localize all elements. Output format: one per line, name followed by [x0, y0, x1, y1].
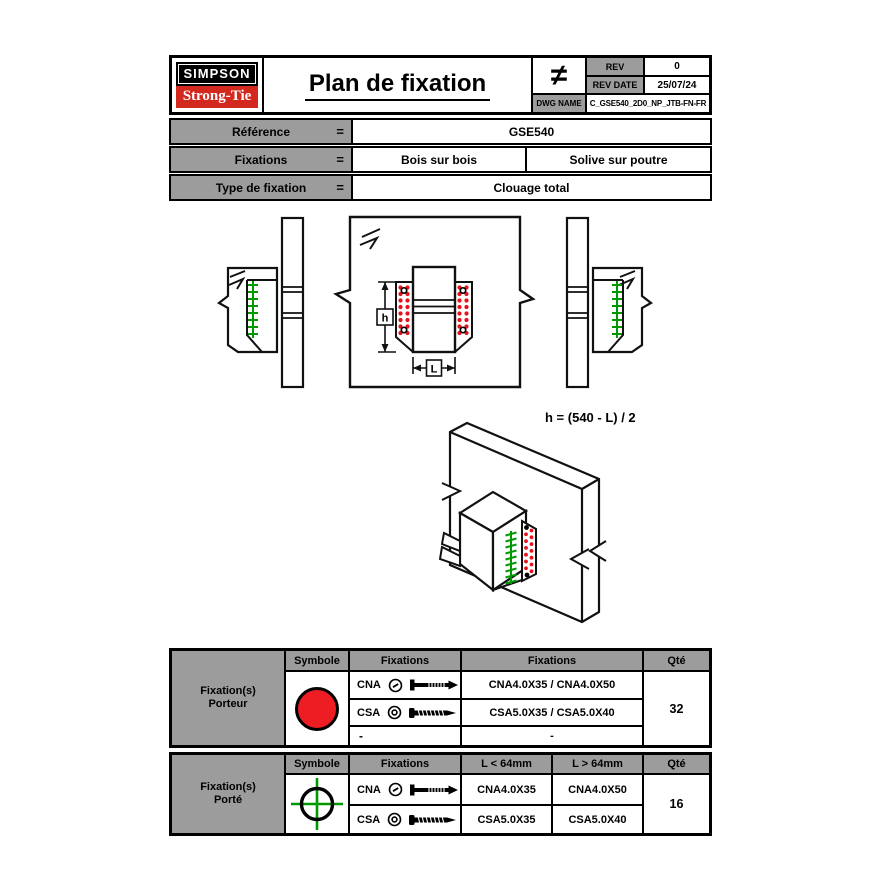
rev-value: 0 — [645, 58, 709, 75]
cna-code: CNA — [357, 783, 381, 796]
porteur-row-label: Fixation(s) Porteur — [172, 651, 284, 745]
cna-fastener-cell: CNA — [350, 672, 460, 698]
nail-side-icon — [409, 784, 458, 795]
porte-symbol-crosshair — [291, 778, 343, 830]
type-fixation-label: Type de fixation — [215, 180, 307, 195]
reference-label: Référence — [231, 124, 291, 139]
porteur-symbol-red-circle — [295, 686, 339, 731]
col-header-symbole: Symbole — [286, 651, 348, 670]
rev-date-label: REV DATE — [587, 77, 643, 93]
porte-fixations-table: Fixation(s) Porté Symbole Fixations L < … — [169, 752, 712, 836]
empty-fastener-cell: - — [350, 727, 460, 745]
front-view-rivets — [400, 286, 467, 334]
equals-sign: = — [336, 180, 344, 195]
col-header-qty: Qté — [644, 755, 709, 773]
reference-value: GSE540 — [508, 124, 555, 139]
porte-label-line2: Porté — [213, 794, 243, 806]
reference-row: Référence = GSE540 — [169, 118, 712, 145]
csa-ref-large: CSA5.0X40 — [553, 806, 642, 833]
cna-code: CNA — [357, 679, 381, 691]
logo: SIMPSON Strong-Tie — [172, 58, 262, 112]
type-fixation-label-cell: Type de fixation = — [171, 176, 353, 199]
porteur-label-line2: Porteur — [208, 698, 248, 710]
col-header-fixations: Fixations — [350, 755, 460, 773]
csa-code: CSA — [357, 813, 381, 826]
porte-label-line1: Fixation(s) — [200, 781, 256, 793]
csa-fastener-cell: CSA — [350, 806, 460, 833]
screw-side-icon — [409, 814, 457, 825]
col-header-l-large: L > 64mm — [553, 755, 642, 773]
cna-fastener-cell: CNA — [350, 775, 460, 804]
logo-strongtie-text: Strong-Tie — [176, 86, 258, 108]
porte-row-label: Fixation(s) Porté — [172, 755, 284, 833]
fixations-label-cell: Fixations = — [171, 148, 353, 171]
iso-nail-markers — [505, 531, 517, 585]
fixations-value-2: Solive sur poutre — [569, 152, 668, 167]
col-header-qty: Qté — [644, 651, 709, 670]
porteur-symbol-cell — [286, 672, 348, 745]
col-header-fixations-icons: Fixations — [350, 651, 460, 670]
type-fixation-row: Type de fixation = Clouage total — [169, 174, 712, 201]
screw-head-icon — [387, 705, 402, 720]
rev-date-value: 25/07/24 — [645, 77, 709, 93]
dimension-L — [412, 357, 456, 377]
left-side-view — [217, 216, 305, 389]
porteur-label-line1: Fixation(s) — [200, 685, 256, 697]
col-header-fixations-names: Fixations — [462, 651, 642, 670]
isometric-view — [438, 421, 607, 624]
dwg-name-value: C_GSE540_2D0_NP_JTB-FN-FR — [587, 95, 709, 112]
front-view — [333, 215, 536, 389]
csa-fastener-cell: CSA — [350, 700, 460, 725]
cna-ref-large: CNA4.0X50 — [553, 775, 642, 804]
equals-sign: = — [336, 124, 344, 139]
left-view-nail-markers — [248, 281, 258, 338]
not-equal-symbol: ≠ — [533, 58, 585, 93]
porte-quantity: 16 — [644, 775, 709, 833]
dimension-h — [376, 281, 396, 353]
nail-side-icon — [409, 679, 458, 691]
equals-sign: = — [336, 152, 344, 167]
csa-code: CSA — [357, 706, 381, 719]
sheet-title-cell: Plan de fixation — [264, 58, 531, 112]
iso-nail-dots — [524, 528, 534, 574]
type-fixation-value: Clouage total — [493, 180, 570, 195]
dim-h-label: h — [382, 313, 389, 325]
col-header-symbole: Symbole — [286, 755, 348, 773]
logo-simpson-text: SIMPSON — [178, 64, 256, 84]
right-side-view — [565, 216, 653, 389]
front-view-nail-dots — [398, 285, 469, 336]
fixations-row: Fixations = Bois sur bois Solive sur pou… — [169, 146, 712, 173]
dwg-name-label: DWG NAME — [533, 95, 585, 112]
screw-head-icon — [387, 812, 402, 827]
cna-reference: CNA4.0X35 / CNA4.0X50 — [462, 672, 642, 698]
rev-label: REV — [587, 58, 643, 75]
height-formula: h = (540 - L) / 2 — [545, 410, 636, 425]
technical-drawings: h L h = (540 - L) / 2 — [217, 215, 653, 624]
iso-rivets — [524, 525, 530, 578]
document: SIMPSON Strong-Tie Plan de fixation ≠ RE… — [169, 55, 712, 840]
porte-symbol-cell — [286, 775, 348, 833]
sheet-title: Plan de fixation — [304, 70, 491, 101]
empty-reference-cell: - — [462, 727, 642, 745]
nail-head-icon — [388, 678, 403, 692]
porteur-fixations-table: Fixation(s) Porteur Symbole Fixations Fi… — [169, 648, 712, 748]
csa-ref-small: CSA5.0X35 — [462, 806, 551, 833]
reference-label-cell: Référence = — [171, 120, 353, 143]
col-header-l-small: L < 64mm — [462, 755, 551, 773]
right-view-nail-markers — [612, 281, 622, 338]
dim-L-label: L — [431, 364, 438, 376]
fixations-label: Fixations — [234, 152, 288, 167]
screw-side-icon — [409, 707, 457, 718]
cna-ref-small: CNA4.0X35 — [462, 775, 551, 804]
nail-head-icon — [388, 782, 403, 797]
csa-reference: CSA5.0X35 / CSA5.0X40 — [462, 700, 642, 725]
porteur-quantity: 32 — [644, 672, 709, 745]
logo-simpson: SIMPSON — [176, 62, 258, 86]
title-block: SIMPSON Strong-Tie Plan de fixation ≠ RE… — [169, 55, 712, 115]
fixations-value-1: Bois sur bois — [353, 148, 527, 171]
